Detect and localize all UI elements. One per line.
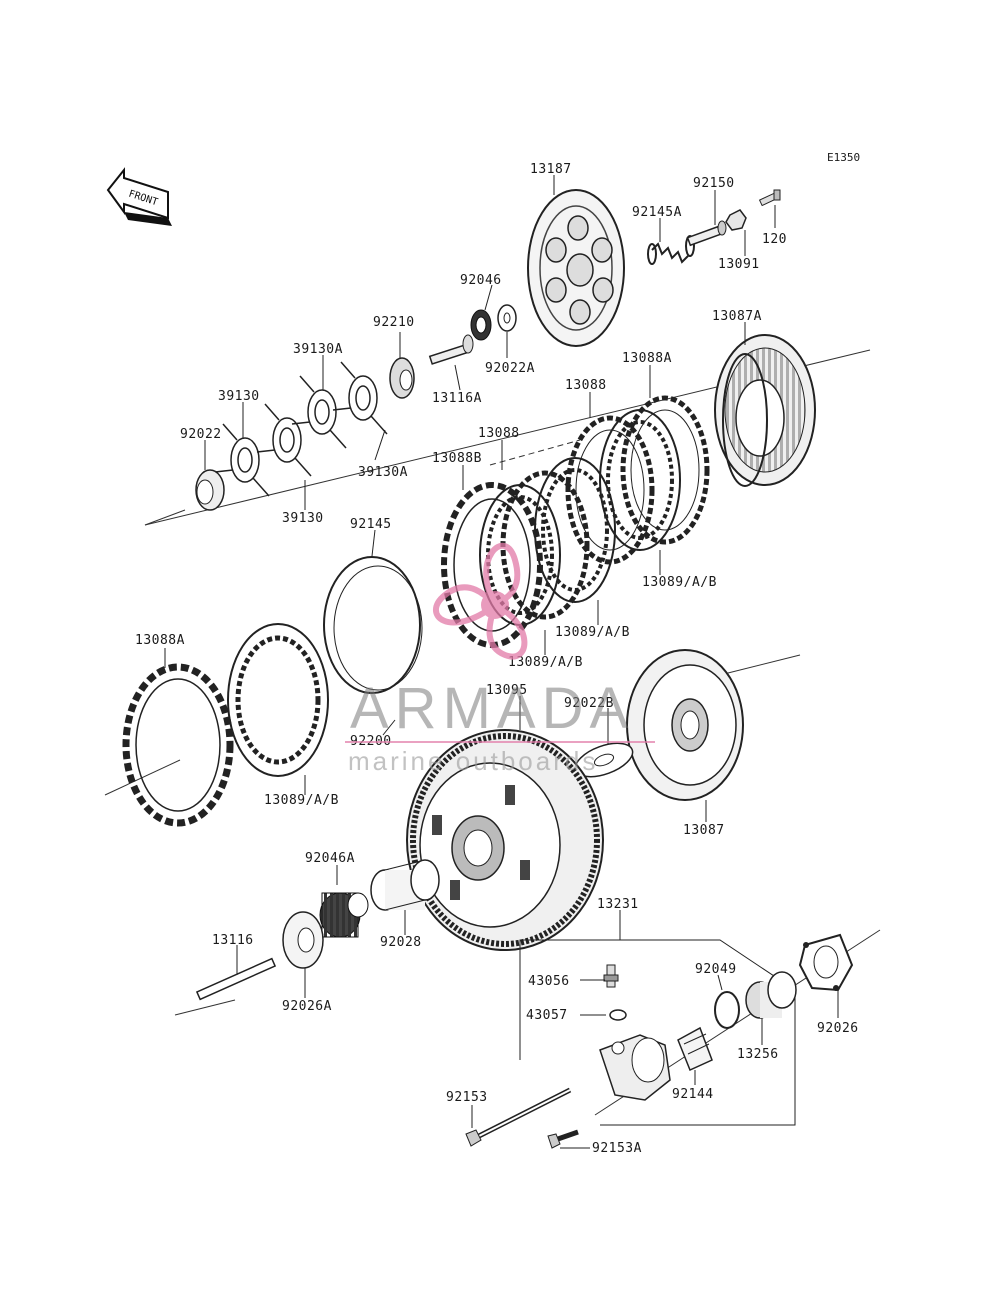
part-label[interactable]: 92022B — [564, 696, 614, 711]
part-label[interactable]: 13088A — [135, 633, 185, 648]
needle-bearing-92046A — [319, 892, 369, 938]
part-label[interactable]: 13256 — [737, 1047, 779, 1062]
rod-13116 — [195, 957, 277, 1001]
part-label[interactable]: 39130 — [218, 389, 260, 404]
part-label[interactable]: 92153A — [592, 1141, 642, 1156]
part-label[interactable]: 13088B — [432, 451, 482, 466]
washer-92022A — [497, 304, 517, 332]
bolt-92153 — [465, 1087, 572, 1147]
part-label[interactable]: 13089/A/B — [555, 625, 630, 640]
clutch-hub-13087A — [714, 334, 816, 487]
part-label[interactable]: 92153 — [446, 1090, 488, 1105]
boot-92144 — [677, 1026, 713, 1072]
part-label[interactable]: 92049 — [695, 962, 737, 977]
part-label[interactable]: 120 — [762, 232, 787, 247]
part-label[interactable]: 92026 — [817, 1021, 859, 1036]
part-label[interactable]: 92150 — [693, 176, 735, 191]
spring-ring-92145 — [323, 556, 423, 694]
part-label[interactable]: 13088 — [478, 426, 520, 441]
gasket-92026 — [798, 933, 854, 992]
part-label[interactable]: 43057 — [526, 1008, 568, 1023]
watermark-logo-icon — [432, 542, 528, 660]
bolt-92153A — [547, 1129, 579, 1149]
slave-cylinder-body — [599, 1034, 671, 1101]
bearing-92046 — [470, 309, 492, 341]
watermark-tagline: marine outboards — [348, 746, 598, 776]
part-label[interactable]: 92028 — [380, 935, 422, 950]
bolt-92150 — [686, 220, 727, 247]
part-label[interactable]: 92026A — [282, 999, 332, 1014]
part-label[interactable]: 13116 — [212, 933, 254, 948]
bleeder-valve-43056 — [603, 964, 619, 988]
part-label[interactable]: 13091 — [718, 257, 760, 272]
part-label[interactable]: 13095 — [486, 683, 528, 698]
part-label[interactable]: 13089/A/B — [642, 575, 717, 590]
part-label[interactable]: 39130A — [293, 342, 343, 357]
part-label[interactable]: 92145A — [632, 205, 682, 220]
part-label[interactable]: 92022 — [180, 427, 222, 442]
part-label[interactable]: 13116A — [432, 391, 482, 406]
part-label[interactable]: 13187 — [530, 162, 572, 177]
seal-92049 — [714, 991, 740, 1029]
part-label[interactable]: 13087 — [683, 823, 725, 838]
spring-92145A — [647, 235, 695, 265]
part-label[interactable]: 13231 — [597, 897, 639, 912]
nut-92210 — [389, 357, 415, 399]
part-label[interactable]: 92046A — [305, 851, 355, 866]
part-label[interactable]: 13089/A/B — [508, 655, 583, 670]
part-label[interactable]: 39130A — [358, 465, 408, 480]
part-labels: 13187 92150 92145A 120 13091 92046 92210… — [135, 162, 859, 1156]
part-label[interactable]: 92046 — [460, 273, 502, 288]
part-label[interactable]: 92210 — [373, 315, 415, 330]
watermark-brand: ARMADA — [350, 676, 634, 741]
part-label[interactable]: 92145 — [350, 517, 392, 532]
part-label[interactable]: 92022A — [485, 361, 535, 376]
front-arrow-icon: FRONT — [106, 167, 172, 226]
collar-92022 — [195, 469, 225, 511]
part-label[interactable]: 13087A — [712, 309, 762, 324]
cap-43057 — [609, 1009, 627, 1021]
part-label[interactable]: 39130 — [282, 511, 324, 526]
leader-lines — [164, 175, 839, 1149]
pushrod-13116A — [428, 334, 474, 365]
part-label[interactable]: 13088A — [622, 351, 672, 366]
nut-13091 — [725, 209, 747, 231]
spring-plates-39130 — [214, 361, 388, 497]
part-label[interactable]: 43056 — [528, 974, 570, 989]
sleeve-92028 — [370, 859, 440, 911]
piston-13256 — [745, 971, 797, 1019]
clutch-hub-13087 — [626, 649, 744, 801]
part-label[interactable]: 13088 — [565, 378, 607, 393]
pressure-plate-13187 — [527, 189, 625, 347]
friction-plate-13088A — [122, 663, 234, 827]
part-label[interactable]: 13089/A/B — [264, 793, 339, 808]
bolt-120 — [758, 189, 781, 207]
steel-plate-13089 — [227, 623, 329, 777]
part-label[interactable]: 92144 — [672, 1087, 714, 1102]
clutch-housing-13095 — [406, 729, 604, 951]
reference-code: E1350 — [827, 151, 860, 164]
washer-92026A — [282, 911, 324, 969]
